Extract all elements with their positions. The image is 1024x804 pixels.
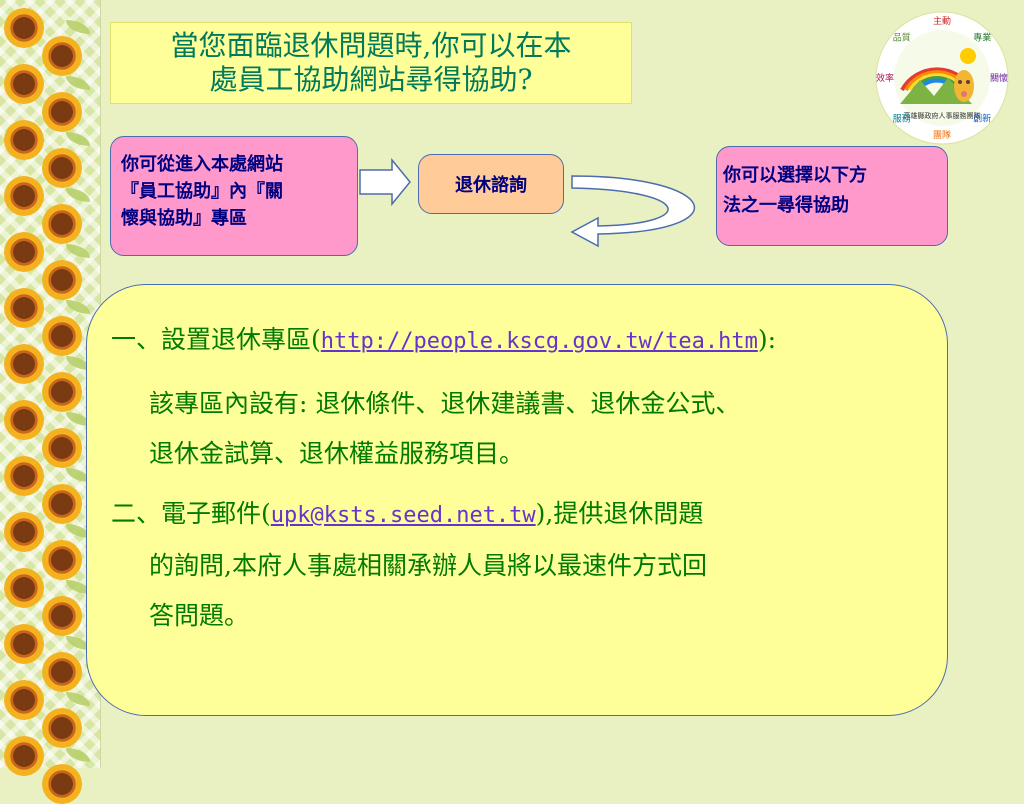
sunflower-icon <box>4 176 44 216</box>
sunflower-icon <box>4 344 44 384</box>
leaf-icon <box>66 300 90 314</box>
sunflower-border <box>0 0 101 804</box>
email-link[interactable]: upk@ksts.seed.net.tw <box>270 503 536 528</box>
item-email: 二、電子郵件(upk@ksts.seed.net.tw),提供退休問題 的詢問,… <box>111 489 911 641</box>
logo-ring-label: 團隊 <box>933 129 951 141</box>
item2-line2: 的詢問,本府人事處相關承辦人員將以最速件方式回 <box>149 551 707 580</box>
curved-return-arrow-icon <box>570 175 696 248</box>
sunflower-icon <box>42 484 82 524</box>
logo-caption: 高雄縣政府人事服務團隊 <box>904 111 981 120</box>
content-panel: 一、設置退休專區(http://people.kscg.gov.tw/tea.h… <box>86 284 948 716</box>
sunflower-icon <box>4 456 44 496</box>
sunflower-icon <box>4 8 44 48</box>
sunflower-icon <box>4 568 44 608</box>
item2-prefix: 二、電子郵件( <box>111 499 271 528</box>
logo-ring-label: 效率 <box>876 72 894 84</box>
leaf-icon <box>66 748 90 762</box>
leaf-icon <box>66 76 90 90</box>
sunflower-icon <box>42 260 82 300</box>
item1-suffix: ): <box>757 325 777 354</box>
leaf-icon <box>66 20 90 34</box>
logo-ring-label: 服務 <box>893 112 911 124</box>
sunflower-icon <box>42 596 82 636</box>
flow-box-retirement-consult: 退休諮詢 <box>418 154 564 214</box>
sunflower-icon <box>4 680 44 720</box>
sunflower-icon <box>42 372 82 412</box>
sunflower-icon <box>42 764 82 804</box>
flow-box-retirement-consult-text: 退休諮詢 <box>455 175 527 196</box>
title-box: 當您面臨退休問題時,你可以在本 處員工協助網站尋得協助? <box>110 22 632 104</box>
flow-box-options: 你可以選擇以下方 法之一尋得協助 <box>716 146 948 246</box>
retirement-section-link[interactable]: http://people.kscg.gov.tw/tea.htm <box>320 329 758 354</box>
logo-ring-label: 品質 <box>893 32 911 44</box>
sunflower-icon <box>42 428 82 468</box>
sunflower-icon <box>4 64 44 104</box>
sunflower-icon <box>4 232 44 272</box>
logo-ring-label: 創新 <box>973 112 991 124</box>
leaf-icon <box>66 692 90 706</box>
sunflower-icon <box>4 624 44 664</box>
sunflower-icon <box>42 540 82 580</box>
sunflower-icon <box>42 204 82 244</box>
item1-body-line1: 該專區內設有: 退休條件、退休建議書、退休金公式、 <box>149 389 741 418</box>
sunflower-icon <box>42 148 82 188</box>
item1-body-line2: 退休金試算、退休權益服務項目。 <box>149 439 525 468</box>
leaf-icon <box>66 132 90 146</box>
item-retirement-section-details: 該專區內設有: 退休條件、退休建議書、退休金公式、 退休金試算、退休權益服務項目… <box>149 379 969 479</box>
sunflower-icon <box>4 120 44 160</box>
logo-ring-label: 主動 <box>933 15 951 27</box>
flow-box-website-text: 你可從進入本處網站 『員工協助』內『關 懷與協助』專區 <box>121 154 283 229</box>
sunflower-icon <box>4 512 44 552</box>
sunflower-icon <box>4 288 44 328</box>
sunflower-icon <box>42 316 82 356</box>
sunflower-icon <box>42 36 82 76</box>
page-title: 當您面臨退休問題時,你可以在本 處員工協助網站尋得協助? <box>170 29 572 96</box>
item1-prefix: 一、設置退休專區( <box>111 325 321 354</box>
logo-ring-label: 專業 <box>973 32 991 44</box>
sunflower-icon <box>42 708 82 748</box>
sunflower-icon <box>4 736 44 776</box>
right-arrow-icon <box>359 157 411 207</box>
item2-suffix: ),提供退休問題 <box>535 499 704 528</box>
item-retirement-section: 一、設置退休專區(http://people.kscg.gov.tw/tea.h… <box>111 315 776 367</box>
logo-ring-label: 關懷 <box>990 72 1008 84</box>
flow-box-options-text: 你可以選擇以下方 法之一尋得協助 <box>723 165 867 216</box>
leaf-icon <box>66 244 90 258</box>
flow-box-website: 你可從進入本處網站 『員工協助』內『關 懷與協助』專區 <box>110 136 358 256</box>
sunflower-icon <box>4 400 44 440</box>
sunflower-icon <box>42 92 82 132</box>
item2-line3: 答問題。 <box>149 601 250 630</box>
sunflower-icon <box>42 652 82 692</box>
leaf-icon <box>66 188 90 202</box>
logo: 高雄縣政府人事服務團隊 主動專業關懷創新團隊 服務 效率 品質 <box>872 8 1012 148</box>
